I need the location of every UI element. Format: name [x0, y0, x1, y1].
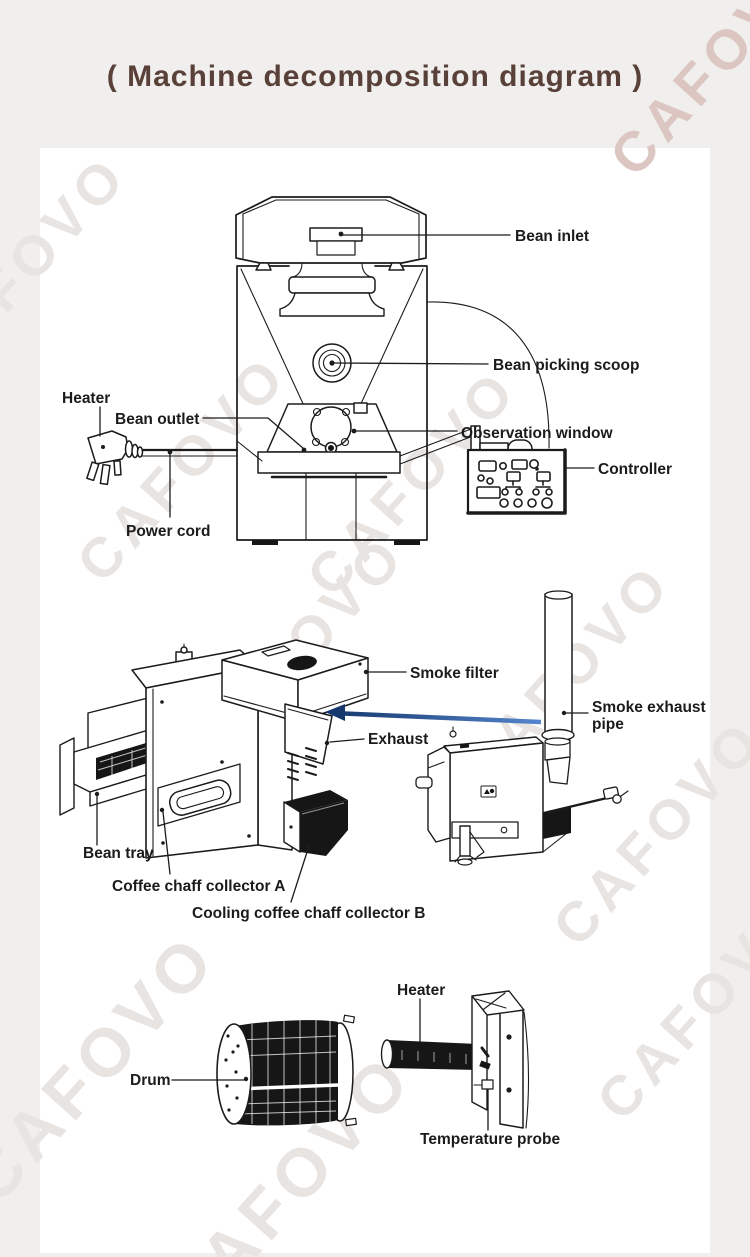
roaster-front-view: Bean inlet Bean picking scoop Heater Bea…	[62, 196, 672, 545]
bare-roaster-unit	[415, 726, 629, 866]
hopper-lid	[235, 196, 427, 271]
smoke-filter-box	[221, 639, 369, 723]
heater-plug	[86, 430, 144, 486]
label-exhaust: Exhaust	[368, 731, 428, 748]
front-view-leaders	[99, 234, 595, 518]
label-heater-bottom: Heater	[397, 982, 445, 999]
drum	[216, 1014, 357, 1127]
exploded-view-leaders	[94, 669, 589, 903]
page-title: ( Machine decomposition diagram )	[106, 60, 644, 93]
label-observation-window: Observation window	[461, 425, 614, 442]
right-foot	[394, 540, 420, 545]
smoke-exhaust-pipe	[541, 590, 575, 742]
hopper-neck	[279, 262, 385, 317]
label-bean-outlet: Bean outlet	[115, 411, 199, 428]
label-heater: Heater	[62, 390, 110, 407]
label-controller: Controller	[598, 461, 672, 478]
pedestal	[305, 472, 357, 541]
temperature-probe	[481, 1079, 494, 1090]
heater-element	[380, 1039, 478, 1070]
left-foot	[252, 540, 278, 545]
label-bean-tray: Bean tray	[83, 845, 154, 862]
label-smoke-filter: Smoke filter	[410, 665, 499, 682]
label-smoke-exhaust-pipe-2: pipe	[592, 716, 624, 733]
power-cord	[140, 448, 239, 457]
label-power-cord: Power cord	[126, 523, 210, 540]
label-bean-inlet: Bean inlet	[515, 228, 589, 245]
probe-bracket	[471, 990, 529, 1129]
label-drum: Drum	[130, 1072, 170, 1089]
controller-link-arc	[426, 301, 550, 449]
label-chaff-collector-a: Coffee chaff collector A	[112, 878, 285, 895]
controller-panel	[466, 448, 567, 515]
parts-view-leaders	[171, 998, 489, 1131]
label-bean-picking-scoop: Bean picking scoop	[493, 357, 639, 374]
label-temperature-probe: Temperature probe	[420, 1131, 560, 1148]
label-chaff-collector-b: Cooling coffee chaff collector B	[192, 905, 425, 922]
base-tray	[236, 428, 474, 479]
chaff-collector-a	[157, 763, 241, 827]
exhaust-duct	[284, 703, 333, 781]
bean-tray	[59, 696, 177, 816]
assembly-arrow	[325, 704, 542, 725]
label-smoke-exhaust-pipe-1: Smoke exhaust	[592, 699, 706, 716]
roaster-exploded-view: Smoke filter Smoke exhaust pipe Exhaust …	[59, 590, 706, 922]
cooling-chaff-collector-b	[283, 790, 348, 856]
internal-parts-view: Heater Drum Temperature probe	[130, 982, 560, 1148]
